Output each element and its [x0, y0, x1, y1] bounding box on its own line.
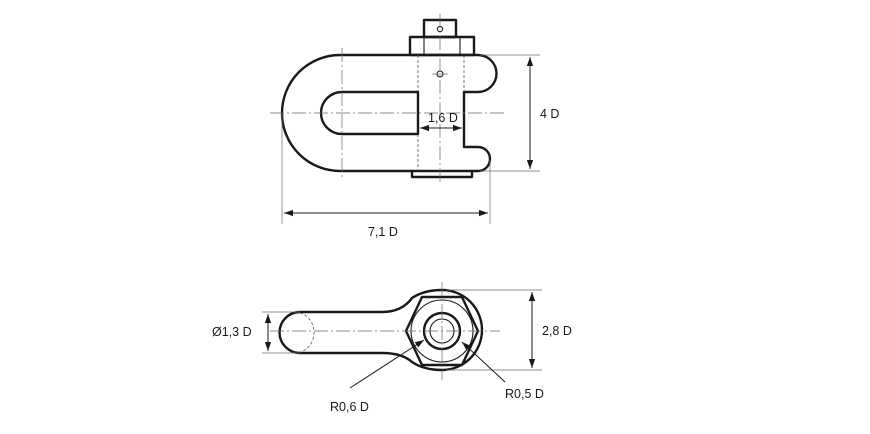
label-pin-diameter: 1,6 D: [428, 111, 458, 125]
label-radius-small: R0,6 D: [330, 400, 369, 414]
pin-bottom-nut: [410, 169, 474, 179]
shackle-outer-outline: [280, 53, 498, 173]
side-outline: [278, 288, 484, 372]
leader-small-radius: [349, 339, 425, 389]
shackle-side-view: Ø1,3 D 2,8 D R0,6 D R0,5 D: [212, 282, 572, 414]
label-radius-large: R0,5 D: [505, 387, 544, 401]
pin-head-flange: [408, 35, 476, 57]
label-width: 7,1 D: [368, 225, 398, 239]
label-eye-height: 2,8 D: [542, 324, 572, 338]
label-shank-diameter: Ø1,3 D: [212, 325, 252, 339]
shackle-front-view: 4 D 1,6 D 7,1 D: [270, 14, 559, 239]
label-height: 4 D: [540, 107, 559, 121]
leader-large-radius: [461, 341, 506, 383]
shank-hidden-arc: [299, 312, 315, 353]
